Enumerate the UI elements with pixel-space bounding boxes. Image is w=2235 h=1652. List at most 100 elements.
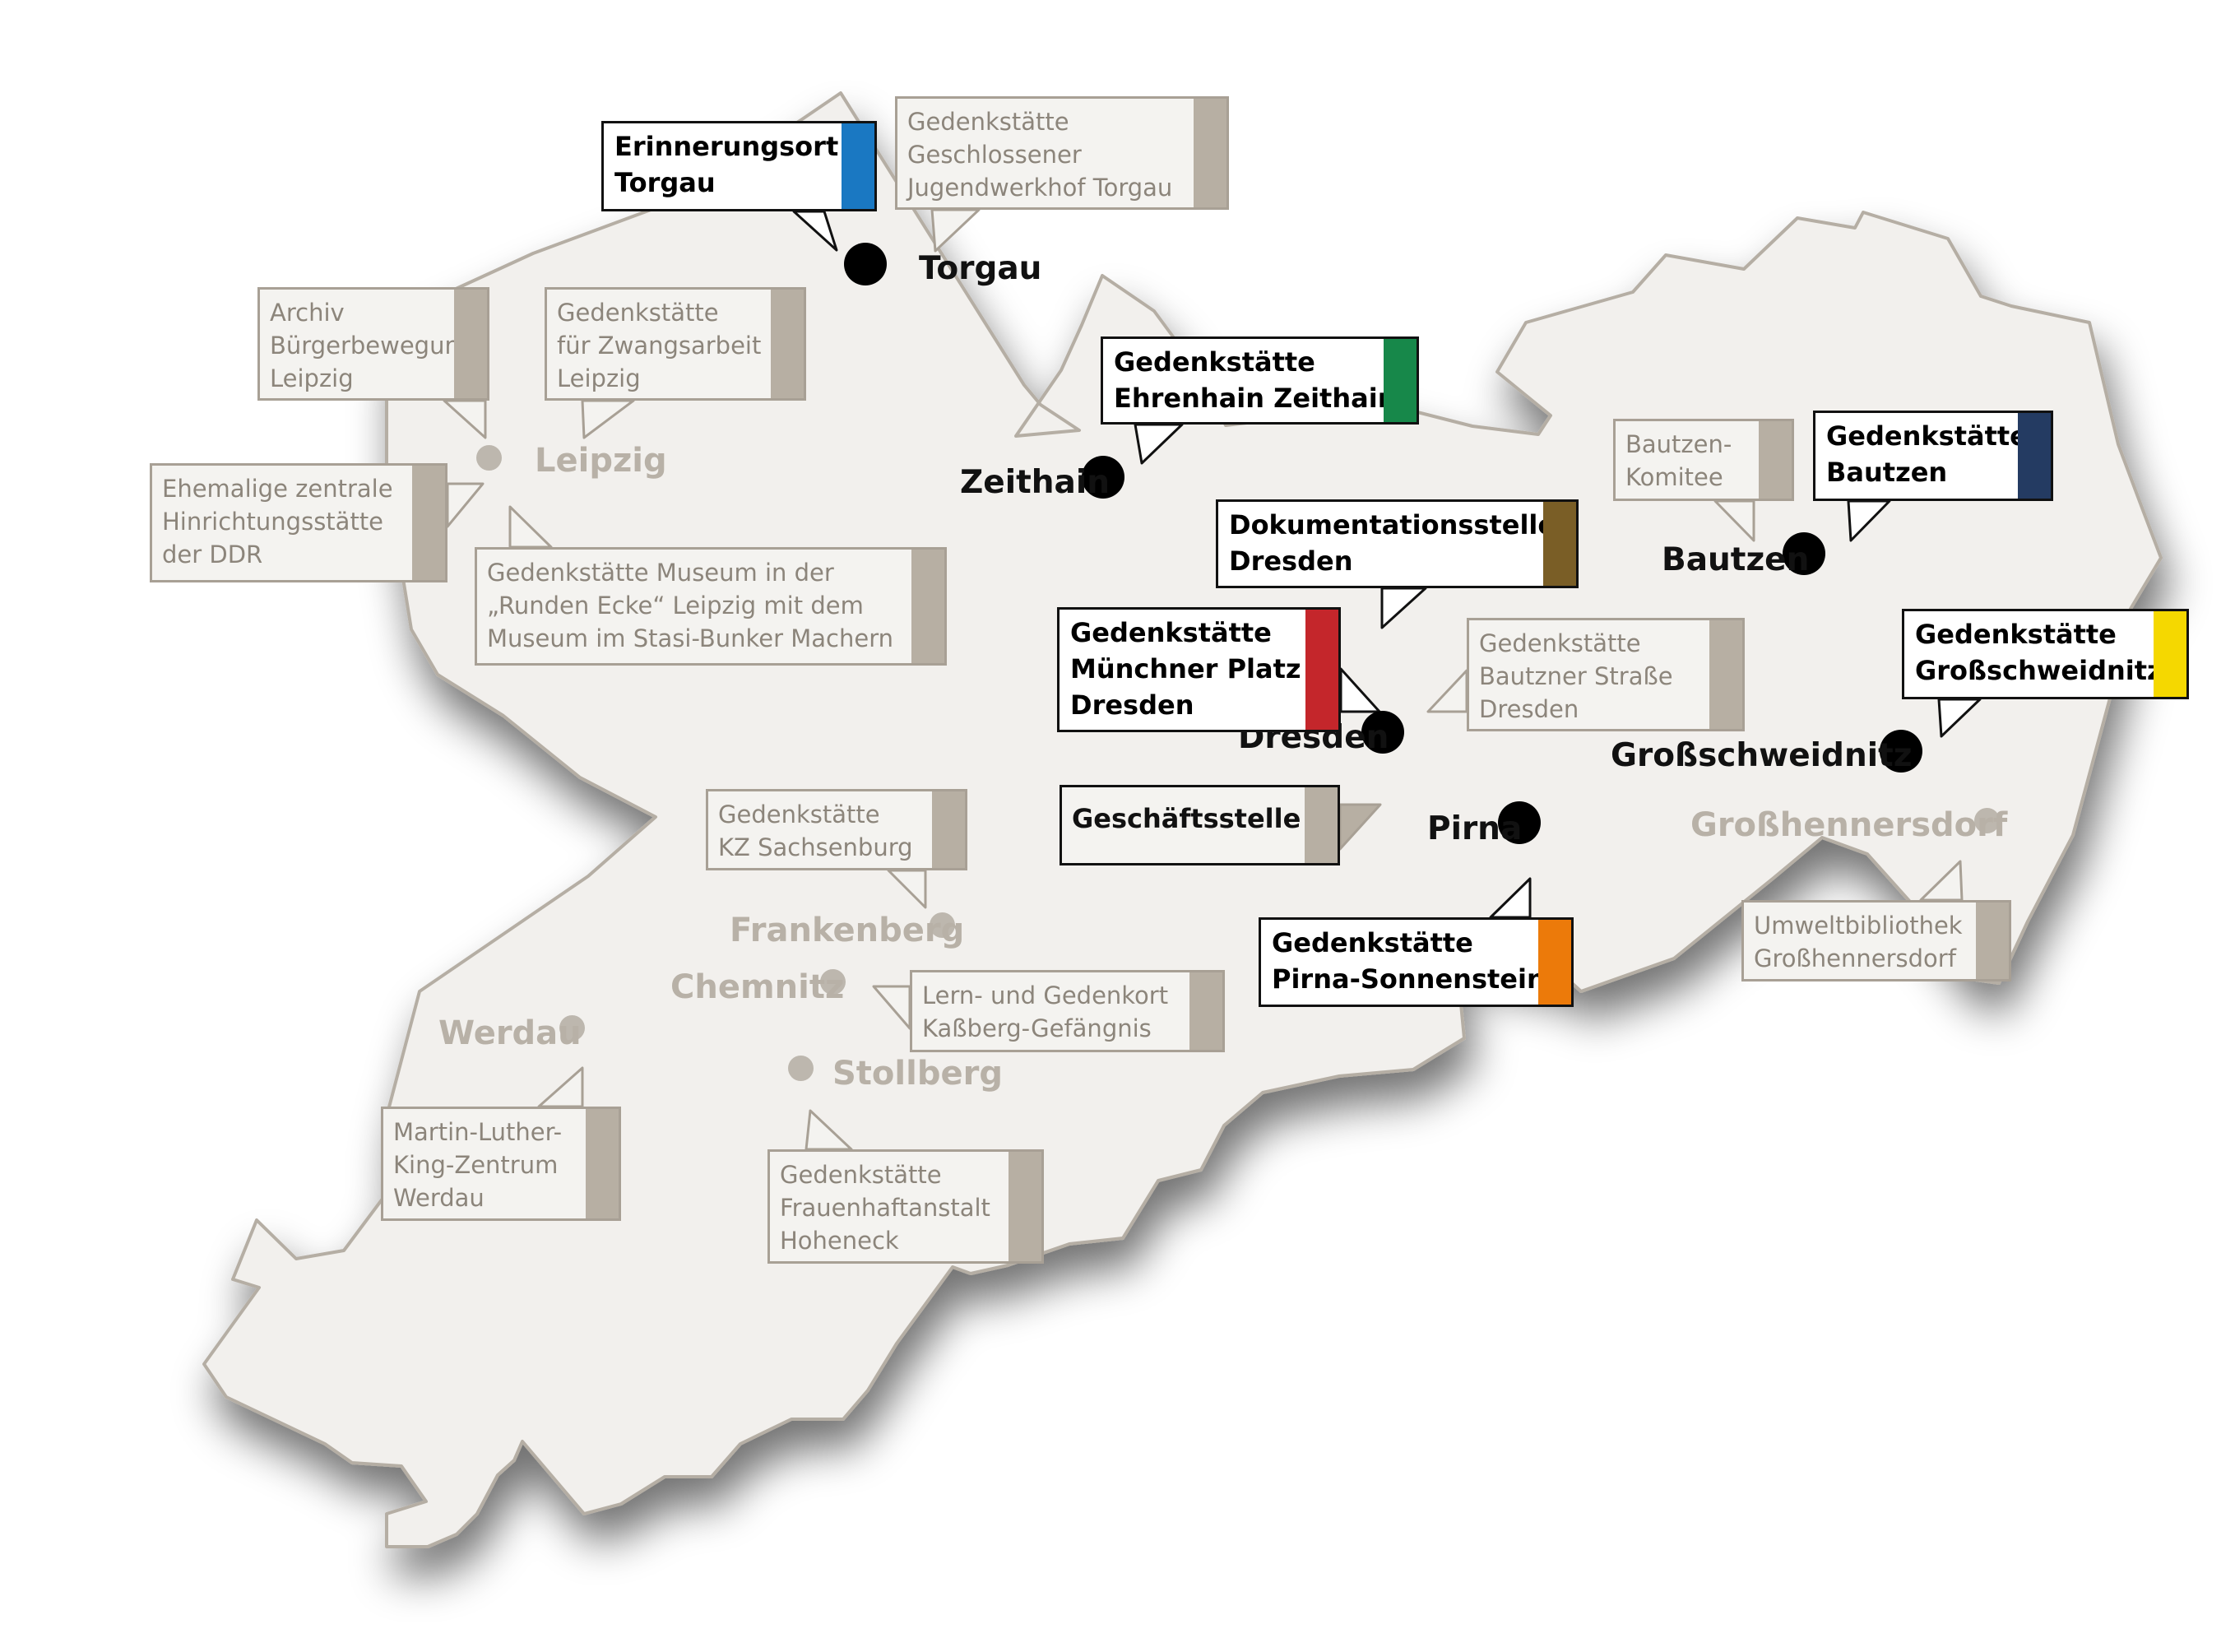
city-label-pirna: Pirna bbox=[1427, 810, 1523, 847]
memorial-name-line: Komitee bbox=[1625, 463, 1723, 491]
memorial-name-line: Leipzig bbox=[270, 364, 354, 392]
memorial-color-stripe bbox=[1384, 339, 1417, 422]
callout-pointer bbox=[1380, 587, 1427, 629]
memorial-name-line: Gedenkstätte bbox=[907, 108, 1069, 136]
city-label-leipzig: Leipzig bbox=[535, 442, 667, 480]
memorial-name-line: Lern- und Gedenkort bbox=[922, 981, 1169, 1009]
city-label-grossschweidnitz: Großschweidnitz bbox=[1611, 737, 1913, 774]
memorial-name-line: Archiv bbox=[270, 299, 345, 327]
memorial-color-stripe bbox=[1305, 610, 1338, 730]
memorial-color-stripe bbox=[2154, 611, 2186, 697]
memorial-name-line: Torgau bbox=[614, 167, 716, 198]
city-dot-stollberg bbox=[787, 1055, 814, 1081]
memorial-name-line: Hoheneck bbox=[780, 1227, 899, 1255]
memorial-name-line: Gedenkstätte bbox=[1070, 617, 1272, 648]
memorial-name-line: Kaßberg-Gefängnis bbox=[922, 1014, 1152, 1042]
memorial-name-line: für Zwangsarbeit bbox=[557, 332, 762, 360]
city-dot-dresden bbox=[1361, 711, 1404, 754]
city-label-bautzen: Bautzen bbox=[1662, 541, 1810, 578]
city-label-stollberg: Stollberg bbox=[832, 1055, 1003, 1093]
memorial-name-line: Gedenkstätte bbox=[718, 800, 880, 828]
memorial-color-stripe bbox=[1976, 903, 2009, 979]
callout-pointer bbox=[1847, 499, 1891, 542]
memorial-name-line: Geschlossener bbox=[907, 141, 1082, 169]
memorial-color-stripe bbox=[1189, 972, 1222, 1050]
memorial-name-line: Martin-Luther- bbox=[393, 1118, 563, 1146]
memorial-name-line: Dresden bbox=[1479, 695, 1579, 723]
memorial-color-stripe bbox=[911, 550, 944, 663]
memorial-color-stripe bbox=[1009, 1152, 1041, 1261]
memorial-color-stripe bbox=[1709, 620, 1742, 729]
memorial-box-bautzen-komitee: Bautzen- Komitee bbox=[1613, 419, 1794, 501]
city-dot-grossschweidnitz bbox=[1880, 730, 1922, 773]
city-label-chemnitz: Chemnitz bbox=[670, 968, 845, 1006]
memorial-name-line: Gedenkstätte bbox=[1826, 420, 2028, 452]
memorial-color-stripe bbox=[932, 791, 965, 868]
callout-pointer bbox=[1338, 803, 1382, 851]
memorial-name-line: Museum im Stasi-Bunker Machern bbox=[487, 624, 894, 652]
memorial-name-line: Gedenkstätte bbox=[780, 1161, 942, 1189]
memorial-name-line: Gedenkstätte bbox=[557, 299, 719, 327]
callout-pointer bbox=[1134, 423, 1184, 465]
memorial-name-line: King-Zentrum bbox=[393, 1151, 559, 1179]
memorial-color-stripe bbox=[1305, 787, 1338, 863]
memorial-name-line: Gedenkstätte bbox=[1915, 619, 2117, 650]
callout-pointer bbox=[446, 482, 485, 528]
callout-pointer bbox=[887, 869, 927, 909]
memorial-name-line: Gedenkstätte bbox=[1272, 927, 1473, 958]
memorial-name-line: Ehemalige zentrale bbox=[162, 475, 393, 503]
memorial-name-line: Bautzner Straße bbox=[1479, 662, 1673, 690]
memorial-name-line: Pirna-Sonnenstein bbox=[1272, 963, 1546, 995]
memorial-box-runde-ecke: Gedenkstätte Museum in der„Runden Ecke“ … bbox=[475, 547, 947, 666]
memorial-name-line: Dokumentationsstelle bbox=[1229, 509, 1556, 541]
memorial-name-line: Gedenkstätte bbox=[1479, 629, 1641, 657]
memorial-box-geschaeftsstelle: Geschäftsstelle bbox=[1060, 785, 1340, 865]
memorial-name-line: Großhennersdorf bbox=[1754, 944, 1956, 972]
memorial-name-line: Bautzen bbox=[1826, 457, 1948, 488]
memorial-color-stripe bbox=[454, 290, 487, 398]
city-label-torgau: Torgau bbox=[919, 250, 1042, 287]
memorial-name-line: Dresden bbox=[1229, 545, 1353, 577]
city-dot-chemnitz bbox=[819, 968, 846, 995]
memorial-name-line: Geschäftsstelle bbox=[1072, 803, 1301, 834]
city-dot-leipzig bbox=[475, 444, 502, 471]
memorial-name-line: Umweltbibliothek bbox=[1754, 912, 1963, 940]
memorial-color-stripe bbox=[586, 1109, 619, 1218]
memorial-name-line: Erinnerungsort bbox=[614, 131, 839, 162]
memorial-color-stripe bbox=[2018, 413, 2051, 499]
callout-pointer bbox=[792, 210, 838, 252]
city-dot-pirna bbox=[1498, 801, 1541, 844]
memorial-name-line: Bautzen- bbox=[1625, 430, 1732, 458]
city-dot-torgau bbox=[844, 243, 887, 285]
city-dot-frankenberg bbox=[929, 912, 955, 938]
callout-pointer bbox=[581, 399, 635, 439]
memorial-name-line: „Runden Ecke“ Leipzig mit dem bbox=[487, 592, 864, 620]
callout-pointer bbox=[443, 399, 487, 439]
city-label-frankenberg: Frankenberg bbox=[730, 912, 965, 949]
city-dot-bautzen bbox=[1783, 532, 1825, 575]
memorial-name-line: Münchner Platz bbox=[1070, 653, 1301, 684]
memorial-color-stripe bbox=[1538, 920, 1571, 1005]
memorial-name-line: Hinrichtungsstätte bbox=[162, 508, 384, 536]
memorial-name-line: Leipzig bbox=[557, 364, 641, 392]
callout-pointer bbox=[1339, 667, 1381, 713]
memorial-name-line: Bürgerbewegung bbox=[270, 332, 475, 360]
memorial-name-line: Großschweidnitz bbox=[1915, 655, 2163, 686]
callout-pointer bbox=[930, 208, 981, 253]
city-label-grosshennersdorf: Großhennersdorf bbox=[1690, 806, 2008, 844]
